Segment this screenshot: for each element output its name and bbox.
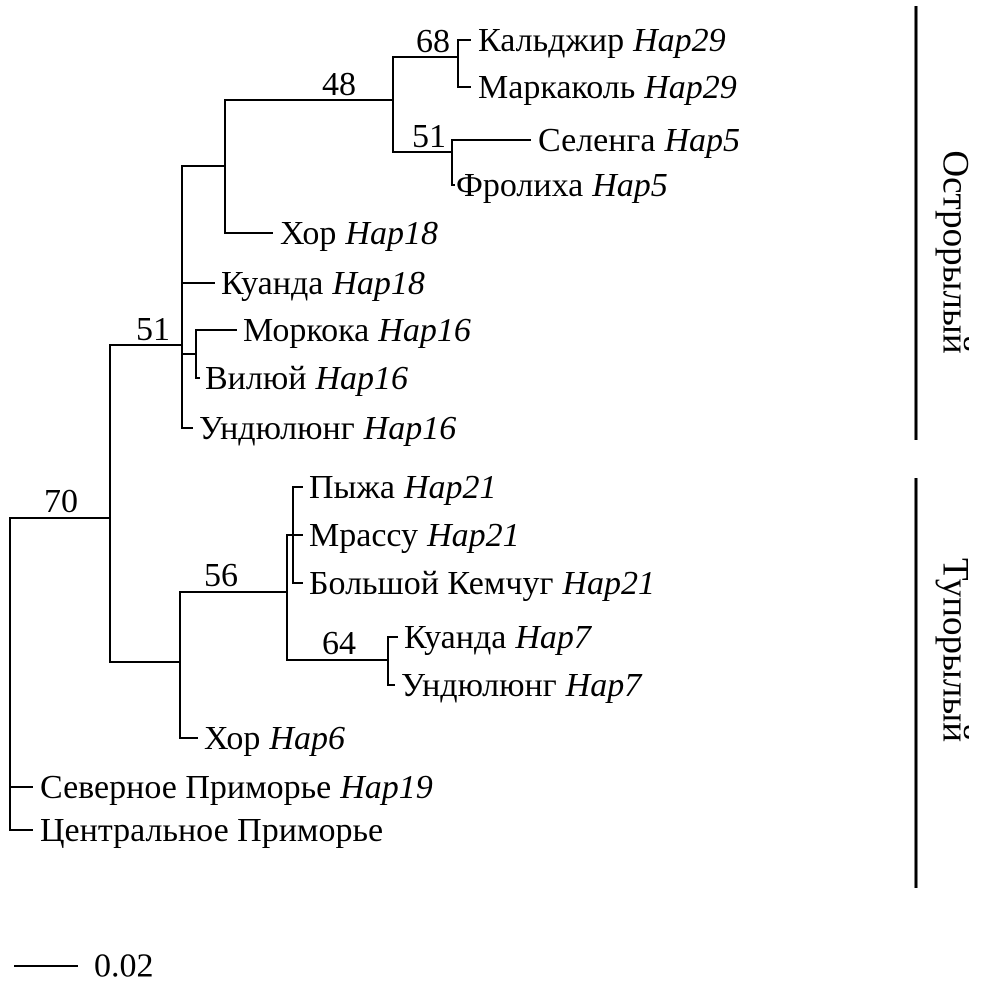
group-label-sharp-snouted: Острорылый	[935, 150, 976, 353]
bootstrap-value: 51	[136, 311, 170, 348]
tree-branches	[9, 39, 531, 831]
bootstrap-value: 48	[322, 66, 356, 103]
bootstrap-value: 68	[416, 23, 450, 60]
scale-bar-label: 0.02	[94, 948, 154, 985]
bootstrap-value: 56	[204, 557, 238, 594]
taxon-label: Центральное Приморье	[40, 812, 383, 849]
group-label-blunt-snouted: Тупорылый	[935, 558, 976, 742]
group-labels: Острорылый Тупорылый	[935, 150, 976, 742]
bootstrap-values: 68 48 51 51 70 56 64	[44, 23, 450, 662]
bootstrap-value: 51	[412, 118, 446, 155]
bootstrap-value: 70	[44, 483, 78, 520]
bootstrap-value: 64	[322, 625, 356, 662]
scale-bar: 0.02	[14, 948, 154, 985]
